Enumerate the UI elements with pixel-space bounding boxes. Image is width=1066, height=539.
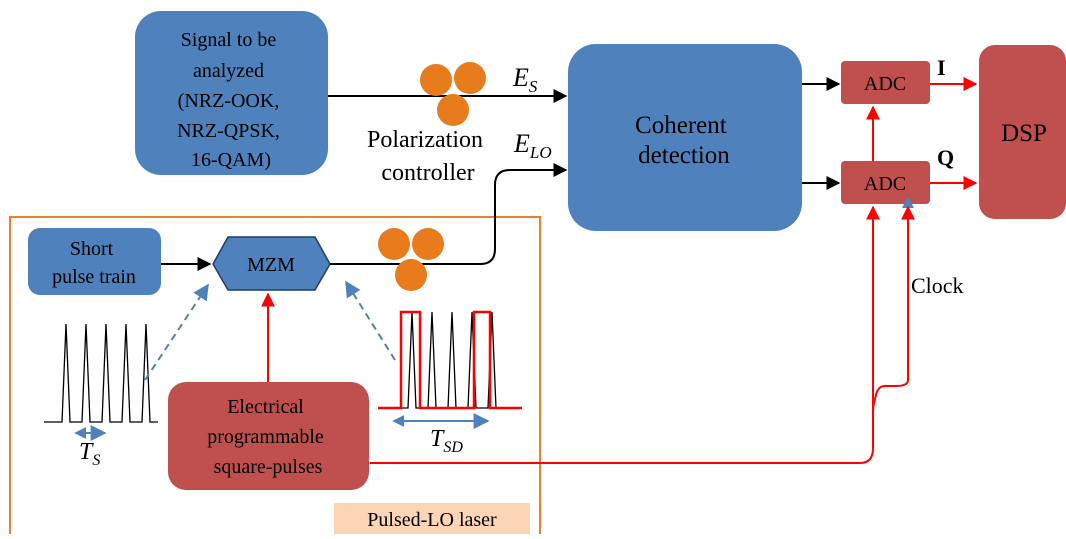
short-pulse-waveform [44, 323, 158, 423]
signal-box-line-3: (NRZ-OOK, [178, 90, 280, 112]
pulse-dash-arrow-left [144, 283, 209, 381]
electrical-line-1: Electrical [227, 396, 304, 418]
es-label: ES [512, 63, 538, 96]
signal-box-line-4: NRZ-QPSK, [177, 120, 280, 142]
elo-label: ELO [513, 129, 552, 162]
signal-box [135, 11, 328, 175]
polarization-line-1: Polarization [367, 127, 483, 153]
signal-box-text: Signal to be analyzed (NRZ-OOK, NRZ-QPSK… [177, 29, 285, 171]
pulsed-lo-frame [9, 216, 541, 534]
polarization-controller-label: Polarization controller [367, 127, 489, 186]
pulsed-lo-tag-bg [334, 503, 530, 534]
i-label: I [937, 55, 946, 80]
tsd-label: TSD [430, 426, 463, 456]
signal-box-line-5: 16-QAM) [191, 149, 271, 171]
coherent-detection-box [568, 44, 802, 231]
short-pulse-line-1: Short [70, 238, 114, 260]
electrical-pulses-label: Electrical programmable square-pulses [207, 396, 329, 478]
lo-line [330, 163, 568, 265]
clock-label: Clock [911, 273, 964, 298]
adc-top-box [841, 61, 930, 104]
signal-box-line-2: analyzed [193, 60, 264, 82]
coherent-detection-label: Coherent detection [635, 112, 733, 169]
polarization-line-2: controller [381, 160, 474, 186]
electrical-line-3: square-pulses [214, 456, 323, 478]
lower-polarization-icon [378, 228, 444, 291]
gated-pulse-waveform [378, 310, 522, 410]
clock-line-2 [872, 196, 914, 413]
coherent-line-2: detection [638, 142, 730, 169]
adc-bottom-box [841, 161, 930, 204]
adc-top-label: ADC [864, 73, 906, 95]
adc-bottom-label: ADC [864, 173, 906, 195]
dsp-label: DSP [1001, 120, 1047, 147]
mzm-label: MZM [247, 254, 295, 276]
short-pulse-train-box [28, 228, 161, 295]
pulse-dash-arrow-right [345, 280, 396, 361]
clock-line-1 [370, 222, 874, 464]
short-pulse-line-2: pulse train [52, 266, 136, 288]
ts-label: TS [79, 439, 100, 469]
pulsed-lo-tag: Pulsed-LO laser [367, 509, 497, 531]
q-label: Q [937, 145, 954, 170]
electrical-line-2: programmable [207, 426, 324, 448]
polarization-controller-icon [420, 62, 486, 126]
electrical-pulses-box [168, 382, 369, 490]
dsp-box [979, 45, 1066, 219]
signal-box-line-1: Signal to be [181, 29, 277, 51]
coherent-line-1: Coherent [635, 112, 727, 139]
short-pulse-train-label: Short pulse train [52, 238, 136, 288]
